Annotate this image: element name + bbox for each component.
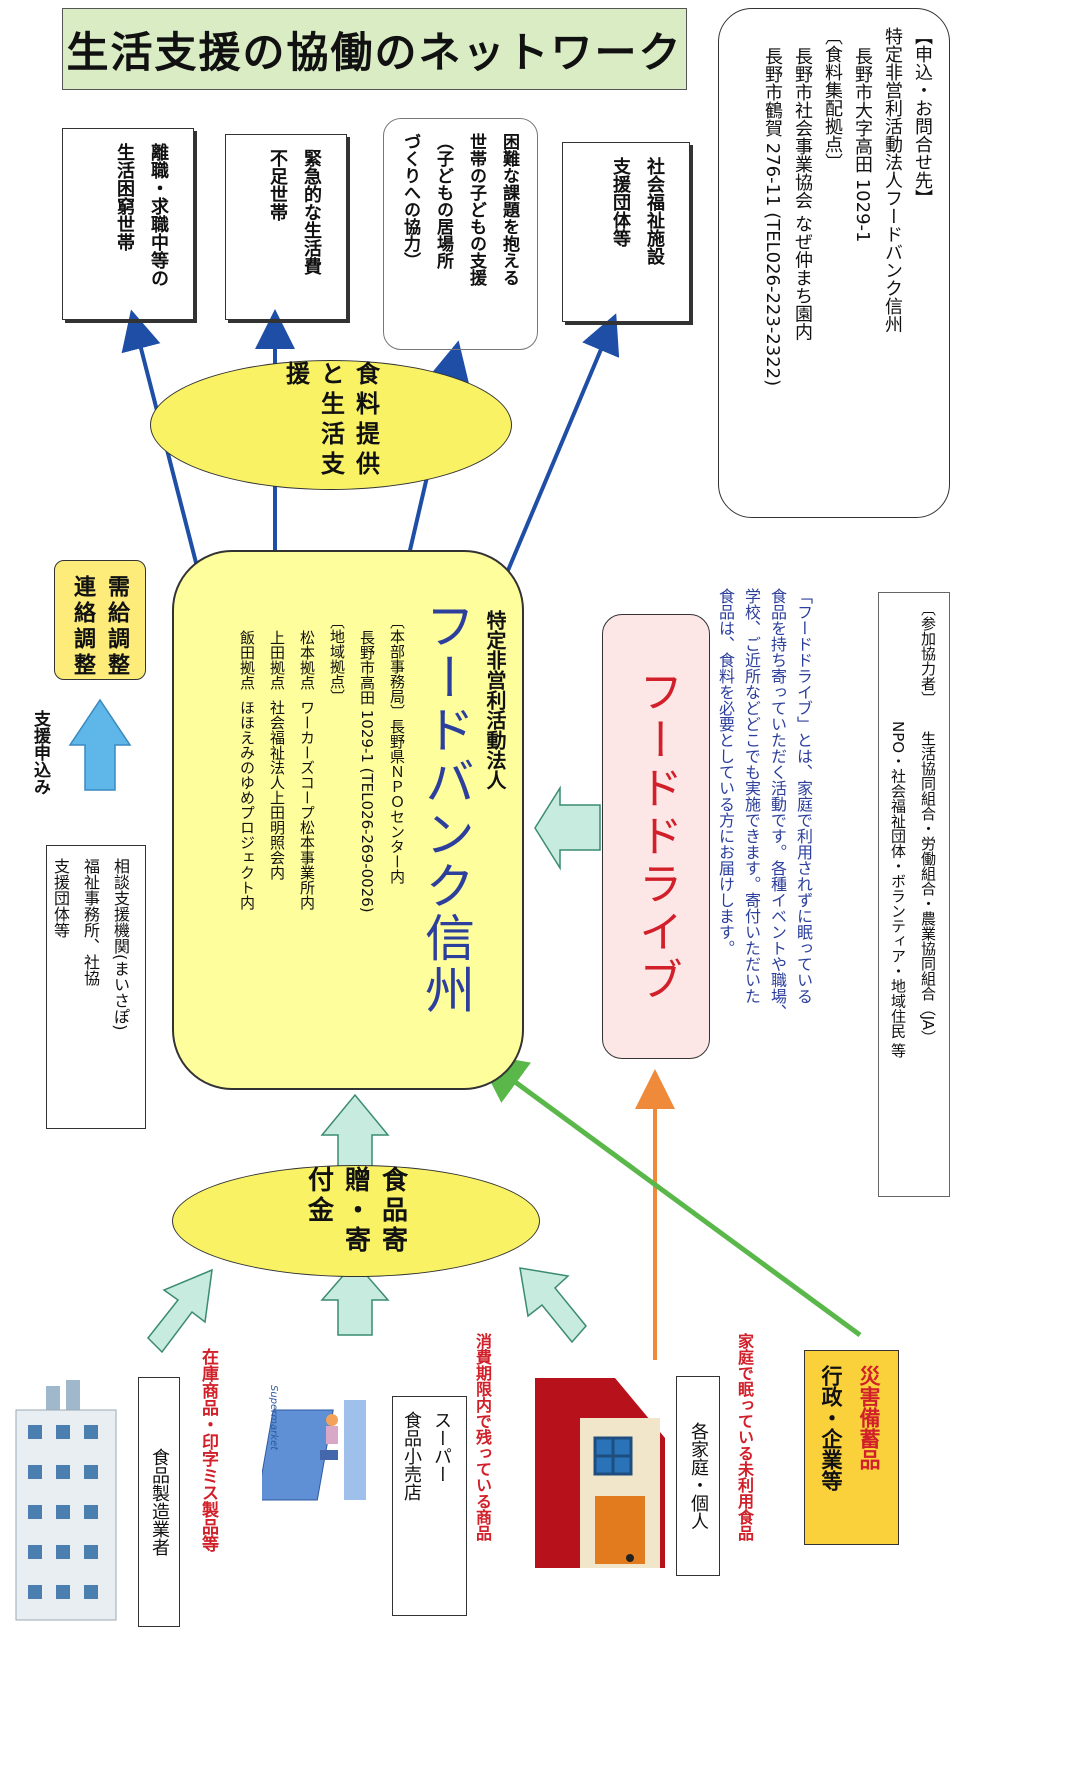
source-2-note: 消費期限内で残っている商品	[473, 1333, 492, 1541]
coordination-box: 需給調整 連絡調整	[54, 560, 146, 680]
title-box: 生活支援の協働のネットワーク	[62, 8, 687, 90]
target-3-line4: づくりへの協力）	[400, 133, 420, 269]
target-3-line1: 困難な課題を抱える	[499, 133, 519, 286]
food-drive-arrow	[534, 785, 601, 871]
base-3-name: 飯田拠点	[238, 630, 256, 690]
target-3-line3: （子どもの居場所	[433, 133, 453, 269]
supermarket-logo: Supermarket	[268, 1385, 279, 1451]
house-illustration	[535, 1378, 665, 1568]
supermarket-illustration	[262, 1400, 366, 1501]
support-request-arrow	[68, 698, 132, 791]
target-box-2: 緊急的な生活費 不足世帯	[225, 134, 347, 320]
main-bases-label: 〔地域拠点〕	[328, 614, 346, 704]
main-hq-address: 長野市高田 1029-1 (TEL026-269-0026)	[358, 630, 376, 913]
target-3-line2: 世帯の子どもの支援	[466, 133, 486, 286]
base-1-name: 松本拠点	[298, 630, 316, 690]
source-1-note: 在庫商品・印字ミス製品等	[198, 1348, 218, 1552]
target-box-1: 離職・求職中等の 生活困窮世帯	[62, 128, 194, 320]
donation-to-main-arrow	[320, 1093, 390, 1171]
support-request-label: 支援申込み	[30, 710, 50, 795]
participants-text-2: NPO・社会福祉団体・ボランティア・地域住民 等	[889, 721, 907, 1058]
disaster-line2: 行政・企業等	[819, 1365, 843, 1491]
main-hq-label: 〔本部事務局〕長野県ＮＰＯセンター内	[388, 614, 406, 884]
disaster-box: 災害備蓄品 行政・企業等	[804, 1350, 899, 1545]
source-3-note: 家庭で眠っている未利用食品	[735, 1333, 754, 1541]
target-4-line2: 支援団体等	[610, 157, 631, 247]
target-box-3: 困難な課題を抱える 世帯の子どもの支援 （子どもの居場所 づくりへの協力）	[383, 118, 538, 350]
contact-hub-name: 長野市社会事業協会 なぜ仲まち園内	[792, 47, 813, 341]
source-3-label-box: 各家庭・個人	[676, 1376, 720, 1576]
participants-line1: 〔参加協力者〕 生活協同組合・労働組合・農業協同組合（JA）	[913, 601, 943, 1058]
source-3-label: 各家庭・個人	[688, 1422, 709, 1530]
target-1-line1: 離職・求職中等の	[148, 143, 169, 287]
food-drive-desc-4: 食品は、食料を必要としている方にお届けします。	[716, 588, 735, 956]
target-box-4: 社会福祉施設 支援団体等	[562, 142, 690, 322]
contact-hub-heading: 〔食料集配拠点〕	[822, 27, 843, 171]
support-ellipse-label: 食料提供と生活支援	[281, 361, 380, 481]
source-2-label1: スーパー	[431, 1411, 452, 1483]
participants-label: 〔参加協力者〕	[919, 601, 937, 706]
target-2-line1: 緊急的な生活費	[301, 149, 322, 275]
food-drive-desc-1: 「フードドライブ」とは、家庭で利用されずに眠っている	[794, 588, 813, 1004]
source-arrow-1	[146, 1268, 213, 1354]
disaster-line1: 災害備蓄品	[857, 1365, 881, 1470]
target-2-line2: 不足世帯	[267, 149, 288, 221]
main-org-name: フードバンク信州	[417, 600, 475, 1016]
food-drive-box: フードドライブ	[602, 614, 710, 1059]
consult-line1: 相談支援機関(まいさぽ)	[111, 858, 130, 1031]
contact-heading: 【申込・お問合せ先】	[912, 27, 933, 207]
main-org-box: 特定非営利活動法人 フードバンク信州 〔本部事務局〕長野県ＮＰＯセンター内 長野…	[172, 550, 524, 1090]
source-arrow-3	[519, 1267, 587, 1344]
source-1-label-box: 食品製造業者	[138, 1377, 180, 1627]
participants-box: 〔参加協力者〕 生活協同組合・労働組合・農業協同組合（JA） NPO・社会福祉団…	[878, 592, 950, 1197]
contact-box: 【申込・お問合せ先】 特定非営利活動法人フードバンク信州 長野市大字高田 102…	[718, 8, 950, 518]
consult-line2: 福祉事務所、社協	[81, 858, 100, 986]
contact-hub-address: 長野市鶴賀 276-11 (TEL026-223-2322)	[762, 47, 783, 387]
page-title: 生活支援の協働のネットワーク	[66, 27, 683, 77]
food-drive-desc-2: 食品を持ち寄っていただく活動です。各種イベントや職場、	[768, 588, 787, 1020]
consult-line3: 支援団体等	[51, 858, 70, 938]
participants-text-1: 生活協同組合・労働組合・農業協同組合（JA）	[919, 730, 937, 1045]
base-2-place: 社会福祉法人上田明照会内	[268, 699, 286, 880]
coordination-line2: 連絡調整	[70, 575, 95, 679]
contact-address: 長野市大字高田 1029-1	[852, 47, 873, 243]
factory-illustration	[15, 1380, 117, 1621]
main-org-type: 特定非営利活動法人	[483, 610, 507, 790]
disaster-to-main-arrow	[475, 1053, 862, 1338]
support-ellipse: 食料提供と生活支援	[150, 360, 512, 490]
source-arrow-2	[320, 1260, 390, 1336]
target-4-line1: 社会福祉施設	[644, 157, 665, 265]
base-3-place: ほほえみのゆめプロジェクト内	[238, 699, 256, 910]
donation-ellipse-label: 食品寄贈・寄付金	[303, 1166, 408, 1256]
base-2-name: 上田拠点	[268, 630, 286, 690]
target-1-line2: 生活困窮世帯	[114, 143, 135, 251]
contact-org: 特定非営利活動法人フードバンク信州	[882, 27, 903, 333]
source-2-label-box: スーパー 食品小売店	[392, 1396, 467, 1616]
source-1-label: 食品製造業者	[149, 1448, 170, 1556]
food-drive-label: フードドライブ	[631, 668, 682, 1005]
donation-ellipse: 食品寄贈・寄付金	[172, 1165, 540, 1277]
coordination-line1: 需給調整	[104, 575, 129, 679]
consult-box: 相談支援機関(まいさぽ) 福祉事務所、社協 支援団体等	[46, 845, 146, 1129]
food-drive-desc-3: 学校、ご近所などどこでも実施できます。寄付いただいた	[742, 588, 761, 1004]
base-1-place: ワーカーズコープ松本事業所内	[298, 699, 316, 910]
source-2-label2: 食品小売店	[401, 1411, 422, 1501]
